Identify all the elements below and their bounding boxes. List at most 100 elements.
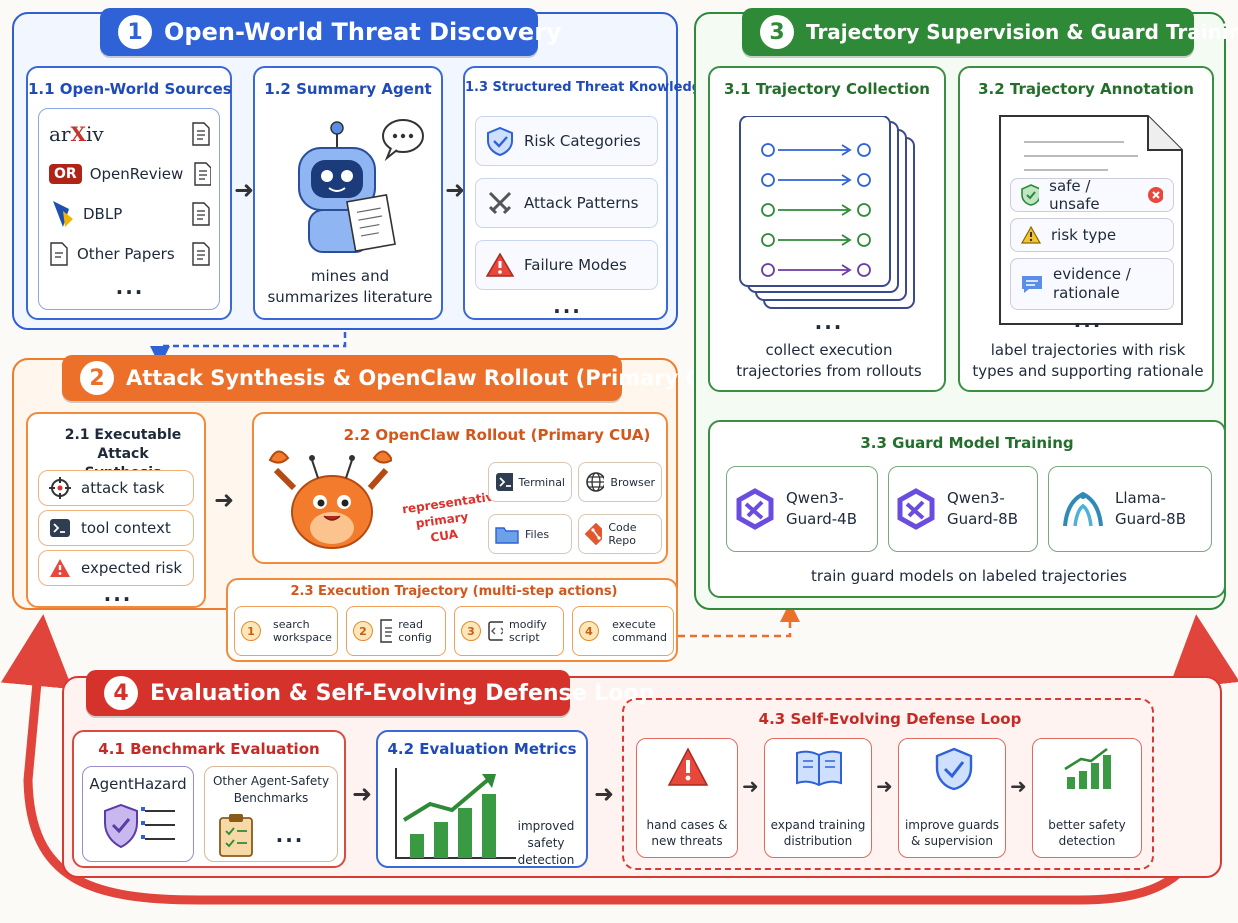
knowledge-failure-modes[interactable]: Failure Modes [475, 240, 658, 290]
knowledge-attack-patterns[interactable]: Attack Patterns [475, 178, 658, 228]
section-3-title: Trajectory Supervision & Guard Training [806, 20, 1238, 44]
loop-step-expand-training[interactable]: expand training distribution [764, 738, 872, 858]
metrics-title: 4.2 Evaluation Metrics [387, 740, 577, 758]
card-attack-synthesis: 2.1 Executable Attack Synthesis attack t… [26, 412, 206, 608]
source-dblp[interactable]: DBLP [49, 197, 211, 231]
loop-step-better-detection[interactable]: better safety detection [1032, 738, 1142, 858]
section-1-number: 1 [118, 15, 152, 49]
tool-browser[interactable]: Browser [578, 462, 662, 502]
rising-bars-icon [1064, 747, 1111, 789]
trajectory-step-1[interactable]: 1 search workspace [234, 606, 338, 656]
shield-icon [935, 747, 973, 791]
synth-more: ... [103, 582, 133, 606]
crossed-swords-icon [488, 191, 512, 215]
loop-step-hand-cases[interactable]: hand cases & new threats [636, 738, 738, 858]
document-icon [192, 122, 210, 146]
trajectory-step-2[interactable]: 2 read config [346, 606, 446, 656]
model-qwen3-guard-4b[interactable]: Qwen3-Guard-4B [726, 466, 878, 552]
document-icon [50, 242, 68, 266]
openreview-label: OpenReview [89, 165, 184, 183]
section-2-number: 2 [80, 361, 114, 395]
synth-tool-context[interactable]: tool context [38, 510, 194, 546]
trajectory-step-3[interactable]: 3 modify script [454, 606, 564, 656]
warning-icon [486, 252, 514, 277]
dblp-label: DBLP [83, 205, 123, 223]
card-self-evolving-loop: 4.3 Self-Evolving Defense Loop hand case… [622, 698, 1154, 870]
benchmark-agenthazard[interactable]: AgentHazard [82, 766, 194, 862]
qwen-logo-icon [736, 488, 774, 530]
sources-more: ... [115, 275, 145, 299]
model-qwen3-guard-8b[interactable]: Qwen3-Guard-8B [888, 466, 1038, 552]
tool-code-repo[interactable]: Code Repo [578, 514, 662, 554]
qwen-logo-icon [897, 488, 935, 530]
folder-icon [495, 527, 519, 544]
sources-title: 1.1 Open-World Sources [28, 80, 232, 98]
card-evaluation-metrics: 4.2 Evaluation Metrics improved safety d… [376, 730, 588, 868]
collection-caption: collect execution trajectories from roll… [736, 341, 922, 380]
benchmark-other[interactable]: Other Agent-Safety Benchmarks ... [204, 766, 338, 862]
rollout-title: 2.2 OpenClaw Rollout (Primary CUA) [343, 426, 651, 444]
agent-caption: mines and summarizes literature [267, 267, 433, 306]
code-edit-icon [488, 621, 504, 642]
training-title: 3.3 Guard Model Training [860, 434, 1074, 452]
knowledge-label: Failure Modes [524, 256, 627, 274]
synth-attack-task[interactable]: attack task [38, 470, 194, 506]
shield-checklist-icon [104, 803, 175, 849]
knowledge-more: ... [553, 294, 582, 318]
terminal-icon [606, 624, 607, 638]
crab-mascot-icon [268, 450, 392, 549]
shield-check-icon [1021, 184, 1040, 206]
growth-chart-icon [395, 768, 516, 859]
card-execution-trajectory: 2.3 Execution Trajectory (multi-step act… [226, 578, 678, 662]
source-openreview[interactable]: OR OpenReview [49, 157, 211, 191]
agent-title: 1.2 Summary Agent [264, 80, 432, 98]
metrics-caption: improved safety detection [517, 819, 575, 867]
warning-icon [667, 747, 709, 786]
close-circle-icon [1147, 187, 1163, 203]
sources-list: arXiv OR OpenReview DBLP Other Papers ..… [38, 108, 220, 310]
comment-icon [1022, 276, 1042, 293]
document-icon [192, 242, 210, 266]
rollout-note: representative primary CUA [401, 488, 503, 545]
card-summary-agent: 1.2 Summary Agent mines and summarizes l… [253, 66, 443, 320]
trajectory-title: 2.3 Execution Trajectory (multi-step act… [290, 584, 618, 599]
card-trajectory-collection: 3.1 Trajectory Collection ... collect ex… [708, 66, 946, 392]
s1-to-s2-arrow [150, 322, 347, 366]
arrow-right-icon: ➜ [214, 486, 235, 514]
terminal-icon [496, 473, 513, 491]
loop-step-improve-guards[interactable]: improve guards & supervision [898, 738, 1006, 858]
model-llama-guard-8b[interactable]: Llama-Guard-8B [1048, 466, 1212, 552]
trajectory-step-4[interactable]: 4 execute command [572, 606, 674, 656]
knowledge-title: 1.3 Structured Threat Knowledge [465, 80, 710, 95]
warning-icon [1021, 226, 1041, 244]
section-4-title: Evaluation & Self-Evolving Defense Loop [150, 680, 655, 706]
annotation-title: 3.2 Trajectory Annotation [978, 80, 1194, 98]
warning-icon [50, 559, 70, 577]
section-1-banner: 1 Open-World Threat Discovery [100, 8, 562, 56]
section-1-title: Open-World Threat Discovery [164, 18, 562, 46]
collection-title: 3.1 Trajectory Collection [724, 80, 930, 98]
section-3-number: 3 [760, 15, 794, 49]
annotation-caption: label trajectories with risk types and s… [972, 341, 1204, 380]
openreview-logo: OR [49, 164, 82, 184]
knowledge-label: Risk Categories [524, 132, 641, 150]
section-2-banner: 2 Attack Synthesis & OpenClaw Rollout (P… [62, 355, 743, 401]
knowledge-risk-categories[interactable]: Risk Categories [475, 116, 658, 166]
tool-terminal[interactable]: Terminal [488, 462, 572, 502]
source-other-papers[interactable]: Other Papers [49, 237, 211, 271]
annotation-safe-unsafe[interactable]: safe / unsafe [1010, 177, 1174, 213]
card-trajectory-annotation: 3.2 Trajectory Annotation safe / unsafe … [958, 66, 1214, 392]
collection-more: ... [814, 310, 844, 334]
document-icon [194, 162, 211, 186]
arrow-right-icon: ➜ [445, 176, 466, 204]
trajectory-stack-icon [739, 116, 915, 309]
arrow-right-icon: ➜ [594, 780, 615, 808]
annotation-evidence[interactable]: evidence / rationale [1010, 258, 1174, 310]
tool-files[interactable]: Files [488, 514, 572, 554]
synth-expected-risk[interactable]: expected risk [38, 550, 194, 586]
benchmark-title: 4.1 Benchmark Evaluation [98, 740, 320, 758]
s2-to-s3-arrow [678, 602, 800, 638]
section-4-number: 4 [104, 676, 138, 710]
annotation-risk-type[interactable]: risk type [1010, 218, 1174, 252]
source-arxiv[interactable]: arXiv [49, 117, 211, 151]
